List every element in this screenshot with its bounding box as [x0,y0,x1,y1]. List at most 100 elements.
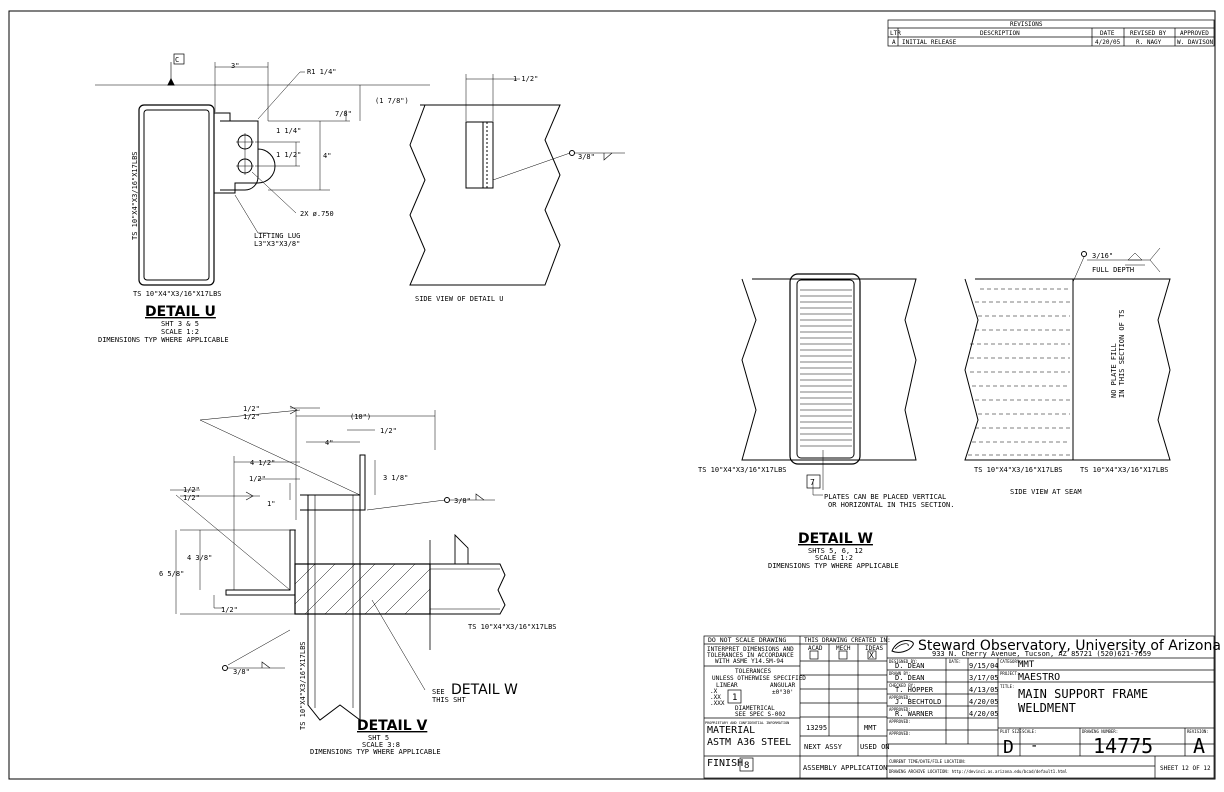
detail-u-dim-114: 1 1/4" [276,127,301,135]
tb-plot-size-label: PLOT SIZE [1000,729,1022,734]
detail-w-scale: SCALE 1:2 [815,554,853,562]
tb-material-label: MATERIAL [707,725,755,736]
detail-v-weld-12-b: 1/2" [243,413,260,421]
rev-row-revised-by: R. NAGY [1136,39,1162,46]
tb-current-time: CURRENT TIME/DATE/FILE LOCATION: [889,759,966,764]
detail-v-dim-4: 4" [325,439,333,447]
tb-approved1: J. BECHTOLD [895,698,941,706]
tb-unless: UNLESS OTHERWISE SPECIFIED [712,675,806,682]
detail-w-tube-label-right: TS 10"X4"X3/16"X17LBS [1080,466,1169,474]
tb-sheet: SHEET 12 OF 12 [1160,765,1211,772]
tb-used-on: USED ON [860,743,890,751]
tb-angular-value: ±0°30' [772,689,794,696]
tb-finish-callout: 8 [744,761,749,771]
side-view-caption: SIDE VIEW OF DETAIL U [415,295,504,303]
tb-mech: MECH [836,645,851,652]
rev-row-description: INITIAL RELEASE [902,39,957,46]
detail-w-drawing [741,247,1171,496]
detail-w-weld: 3/16" [1092,252,1113,260]
tb-revision-label: REVISION: [1187,729,1209,734]
detail-u-sheets: SHT 3 & 5 [161,320,199,328]
tb-diametrical: DIAMETRICAL [735,705,775,712]
tb-approved3-label: APPROVED: [889,719,911,724]
detail-u-dim-178: (1 7/8") [375,97,409,105]
detail-u-dim-78: 7/8" [335,110,352,118]
tb-tol-xxx: .XXX [710,700,725,707]
tb-approved2: R. WARNER [895,710,934,718]
tb-next-num: 13295 [806,724,827,732]
tb-dwg-num: 14775 [1093,734,1153,758]
tb-scale: - [1030,738,1038,754]
detail-u-dim-r114: R1 1/4" [307,68,337,76]
tb-next-proj: MMT [864,724,877,732]
detail-w-full-depth: FULL DEPTH [1092,266,1134,274]
tb-linear: LINEAR [716,682,738,689]
detail-u-holes: 2X ø.750 [300,210,334,218]
tb-proprietary: PROPRIETARY AND CONFIDENTIAL INFORMATION [705,721,789,725]
detail-v-dim-438: 4 3/8" [187,554,212,562]
detail-u-dim-3: 3" [231,62,239,70]
revisions-table [887,19,1215,47]
side-view-dim-112: 1 1/2" [513,75,538,83]
tb-ideas: IDEAS [865,645,883,652]
detail-u-dim-112: 1 1/2" [276,151,301,159]
detail-v-weld-12-a: 1/2" [243,405,260,413]
detail-v-dim-12c: 1/2" [221,606,238,614]
tb-org: Steward Observatory, University of Arizo… [918,638,1221,654]
tb-designed-by: D. DEAN [895,662,925,670]
tb-spec: SEE SPEC S-002 [735,711,786,718]
tb-approved2-label: APPROVED: [889,707,911,712]
tb-assembly-application: ASSEMBLY APPLICATION [803,764,887,772]
tb-plot-size: D [1003,737,1014,758]
detail-u-scale: SCALE 1:2 [161,328,199,336]
see-detail-label: SEE [432,688,445,696]
see-detail-w: DETAIL W [451,682,518,698]
detail-w-sheets: SHTS 5, 6, 12 [808,547,863,555]
tb-designed-date: 9/15/04 [969,662,999,670]
tb-do-not-scale: DO NOT SCALE DRAWING [708,636,786,644]
detail-v-weld-38: 3/8" [454,497,471,505]
side-view-weld: 3/8" [578,153,595,161]
tb-title-label: TITLE: [1000,684,1014,689]
rev-header-ltr: LTR [890,30,901,37]
tb-title-1: MAIN SUPPORT FRAME [1018,687,1148,701]
detail-w-plates-note-2: OR HORIZONTAL IN THIS SECTION. [828,501,954,509]
tb-next-assy: NEXT ASSY [804,743,843,751]
detail-v-weld-38b: 3/8" [233,668,250,676]
detail-v-title: DETAIL V [357,718,427,734]
detail-v-scale: SCALE 3:8 [362,741,400,749]
tb-created-in: THIS DRAWING CREATED IN: [804,637,891,644]
detail-v-tube-label: TS 10"X4"X3/16"X17LBS [468,623,557,631]
detail-v-weld-12-c: 1/2" [183,486,200,494]
rev-row-approved: W. DAVISON [1177,39,1214,46]
title-block-frame [703,635,1215,779]
tb-approved1-date: 4/20/05 [969,698,999,706]
tb-tol-xx: .XX [710,694,721,701]
detail-w-tube-label-mid: TS 10"X4"X3/16"X17LBS [974,466,1063,474]
detail-v-dim-12: 1/2" [380,427,397,435]
tb-tol-x: .X [710,688,718,695]
tb-finish-label: FINISH [707,758,743,769]
tb-drawn-by: D. DEAN [895,674,925,682]
tb-approved2-date: 4/20/05 [969,710,999,718]
rev-header-approved: APPROVED [1180,30,1209,37]
detail-u-tube-label: TS 10"X4"X3/16"X17LBS [133,290,222,298]
tb-checked-date: 4/13/05 [969,686,999,694]
tb-approved1-label: APPROVED: [889,695,911,700]
detail-w-no-plate-1: NO PLATE FILL [1110,343,1118,398]
rev-header-revised-by: REVISED BY [1130,30,1167,37]
tb-approved4-label: APPROVED: [889,731,911,736]
tb-tolerances: TOLERANCES [735,668,772,675]
detail-u-note: DIMENSIONS TYP WHERE APPLICABLE [98,336,229,344]
tb-ideas-mark: X [869,651,874,660]
detail-u-side-view [409,74,625,286]
tb-dwg-num-label: DRAWING NUMBER: [1082,729,1118,734]
see-detail-sub: THIS SHT [432,696,467,704]
detail-v-dim-412: 4 1/2" [250,459,275,467]
detail-u-dim-4: 4" [323,152,331,160]
tb-project-label: PROJECT: [1000,671,1019,676]
tb-category: MMT [1018,660,1035,670]
tb-address: 933 N. Cherry Avenue, Tucson, AZ 85721 (… [932,650,1151,658]
detail-v-dim-318: 3 1/8" [383,474,408,482]
detail-v-note: DIMENSIONS TYP WHERE APPLICABLE [310,748,441,756]
